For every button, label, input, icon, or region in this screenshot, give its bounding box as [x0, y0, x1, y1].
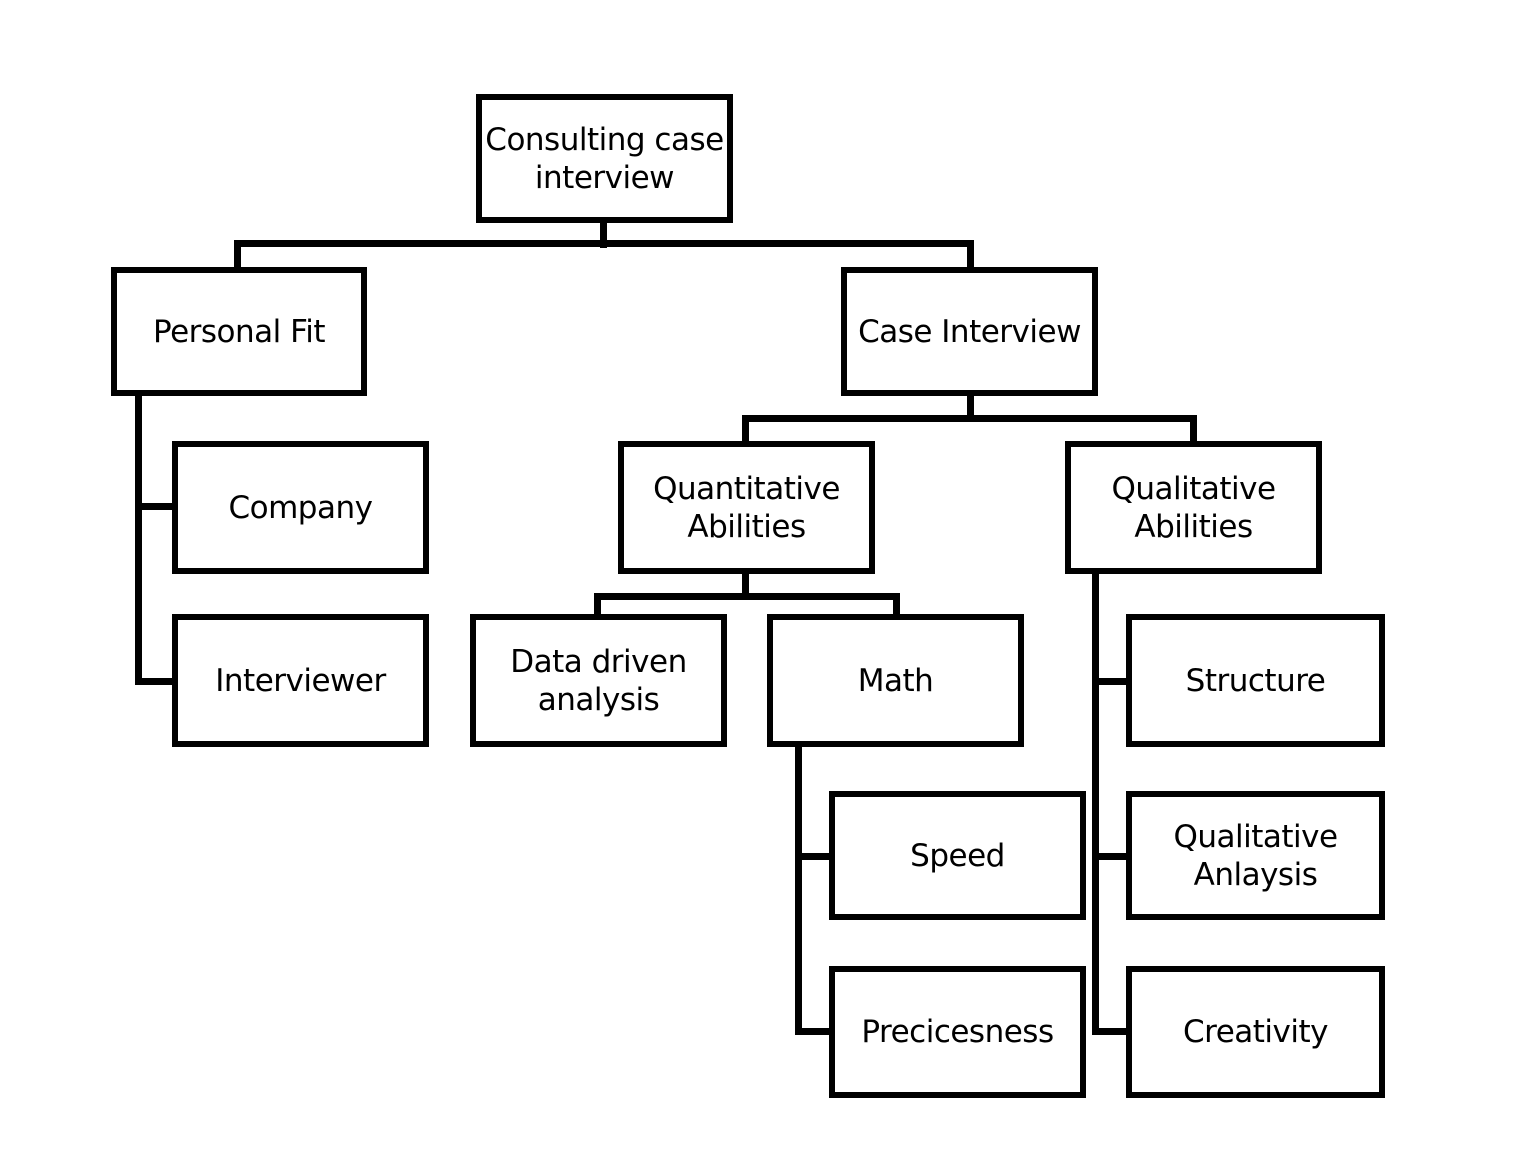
connector-to-qualitative [1190, 415, 1197, 446]
connector-root-bar [234, 240, 974, 247]
node-root-label: Consulting case interview [485, 121, 724, 197]
node-data-driven-analysis-label-line1: Data driven [510, 643, 687, 680]
connector-to-interviewer [135, 678, 177, 685]
node-qualitative-abilities: Qualitative Abilities [1065, 441, 1322, 574]
node-root-label-line1: Consulting case [485, 121, 724, 158]
connector-to-speed [795, 853, 835, 860]
node-creativity: Creativity [1126, 966, 1385, 1098]
node-qualitative-analysis-label-line2: Anlaysis [1193, 856, 1318, 893]
connector-math-spine [795, 744, 802, 1035]
connector-to-creativity [1092, 1028, 1132, 1035]
connector-qualitative-spine [1092, 570, 1099, 1035]
node-qualitative-analysis-label: Qualitative Anlaysis [1173, 818, 1338, 894]
node-structure-label: Structure [1185, 662, 1326, 699]
node-data-driven-analysis: Data driven analysis [470, 614, 727, 747]
node-root-label-line2: interview [534, 159, 675, 196]
node-math-label: Math [857, 662, 934, 699]
node-qualitative-analysis-label-line1: Qualitative [1173, 818, 1338, 855]
node-math: Math [767, 614, 1024, 747]
connector-to-structure [1092, 678, 1132, 685]
connector-abilities-bar [742, 415, 1197, 422]
node-qualitative-abilities-label-line2: Abilities [1134, 508, 1253, 545]
connector-case-interview-stem [967, 392, 974, 422]
connector-to-case-interview [967, 240, 974, 272]
node-qualitative-abilities-label: Qualitative Abilities [1111, 470, 1276, 546]
connector-to-quantitative [742, 415, 749, 446]
node-quantitative-abilities: Quantitative Abilities [618, 441, 875, 574]
connector-quantitative-stem [742, 570, 749, 600]
node-personal-fit-label: Personal Fit [153, 313, 325, 350]
node-qualitative-abilities-label-line1: Qualitative [1111, 470, 1276, 507]
node-speed: Speed [829, 791, 1086, 920]
node-quantitative-abilities-label-line1: Quantitative [653, 470, 840, 507]
node-precicesness: Precicesness [829, 966, 1086, 1098]
node-company: Company [172, 441, 429, 574]
connector-to-precicesness [795, 1028, 835, 1035]
connector-quantitative-bar [594, 593, 900, 600]
node-root: Consulting case interview [476, 94, 733, 223]
node-data-driven-analysis-label-line2: analysis [537, 681, 660, 718]
node-case-interview-label: Case Interview [858, 313, 1081, 350]
node-personal-fit: Personal Fit [111, 267, 367, 396]
connector-root-stem [600, 219, 607, 248]
node-creativity-label: Creativity [1182, 1014, 1329, 1050]
node-interviewer: Interviewer [172, 614, 429, 747]
node-qualitative-analysis: Qualitative Anlaysis [1126, 791, 1385, 920]
connector-to-qualitative-analysis [1092, 853, 1132, 860]
node-quantitative-abilities-label-line2: Abilities [687, 508, 806, 545]
connector-to-data-driven [594, 593, 601, 620]
node-speed-label: Speed [910, 837, 1005, 874]
node-data-driven-analysis-label: Data driven analysis [510, 643, 687, 719]
connector-to-math [893, 593, 900, 620]
node-structure: Structure [1126, 614, 1385, 747]
connector-personal-fit-spine [135, 392, 142, 685]
node-precicesness-label: Precicesness [861, 1014, 1054, 1050]
connector-to-personal-fit [234, 240, 241, 272]
connector-to-company [135, 503, 177, 510]
node-case-interview: Case Interview [841, 267, 1098, 396]
node-company-label: Company [228, 489, 373, 526]
node-quantitative-abilities-label: Quantitative Abilities [653, 470, 840, 546]
node-interviewer-label: Interviewer [215, 662, 386, 699]
